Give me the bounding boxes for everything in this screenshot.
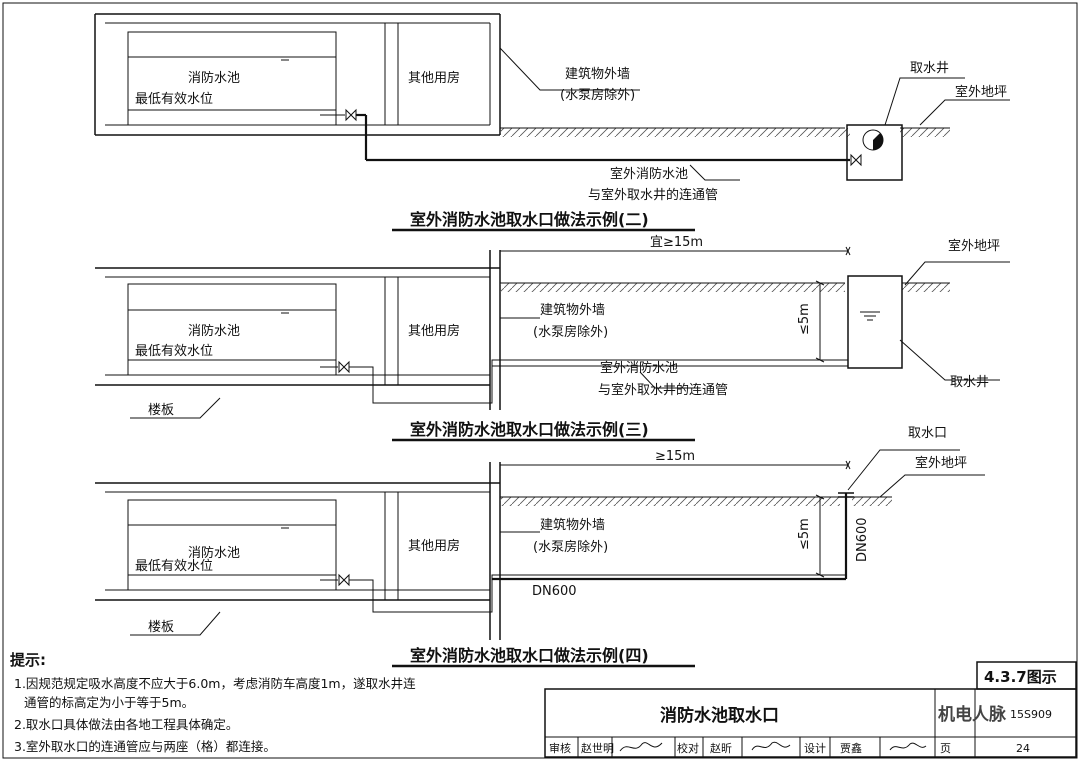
notes-heading: 提示:: [10, 651, 46, 669]
title-block: 4.3.7图示 消防水池取水口 页 24 15S909 机电人脉 审核 赵世明 …: [544, 661, 1077, 758]
pipe-label: 室外消防水池: [610, 166, 688, 182]
page-number: 24: [1016, 742, 1030, 755]
designer-name: 贾鑫: [840, 741, 862, 755]
watermark-text: 机电人脉: [938, 704, 1007, 725]
ground-label: 室外地坪: [955, 84, 1007, 100]
depth-label: ≤5m: [797, 518, 812, 550]
designer-signature: [889, 742, 927, 751]
notes: 提示: 1.因规范规定吸水高度不应大于6.0m，考虑消防车高度1m，遂取水井连 …: [10, 651, 416, 754]
note-item: 3.室外取水口的连通管应与两座（格）都连接。: [14, 739, 276, 754]
reviewer-name: 赵世明: [581, 741, 614, 755]
drawing-number: 4.3.7图示: [984, 668, 1057, 686]
wall-label: 建筑物外墙: [540, 302, 605, 318]
pipe-note: 与室外取水井的连通管: [588, 187, 718, 203]
note-item: 通管的标高定为小于等于5m。: [24, 695, 194, 710]
wall-label: 建筑物外墙: [540, 517, 605, 533]
floor-label: 楼板: [148, 620, 174, 635]
water-level-label: 最低有效水位: [135, 344, 213, 359]
note-item: 2.取水口具体做法由各地工程具体确定。: [14, 717, 238, 732]
atlas-number: 15S909: [1010, 708, 1052, 721]
ground-label: 室外地坪: [948, 238, 1000, 254]
distance-label: ≥15m: [655, 449, 695, 464]
depth-label: ≤5m: [797, 303, 812, 335]
designer-label: 设计: [804, 742, 826, 755]
room-label: 其他用房: [408, 538, 460, 554]
wall-note: (水泵房除外): [560, 87, 635, 103]
pool-label: 消防水池: [188, 545, 240, 561]
diagram-4: 消防水池 最低有效水位 其他用房 建筑物外墙 (水泵房除外) ≥15m ≤5m …: [95, 426, 985, 668]
room-label: 其他用房: [408, 70, 460, 86]
intake-label: 取水口: [908, 426, 947, 441]
wall-note: (水泵房除外): [533, 324, 608, 340]
wall-label: 建筑物外墙: [565, 66, 630, 82]
reviewer-label: 审核: [549, 741, 571, 755]
well-label: 取水井: [950, 375, 989, 390]
wall-note: (水泵房除外): [533, 539, 608, 555]
diagram-title: 室外消防水池取水口做法示例(二): [410, 210, 649, 229]
checker-name: 赵昕: [710, 741, 732, 755]
checker-signature: [751, 741, 791, 751]
pipe-note: 与室外取水井的连通管: [598, 382, 728, 398]
ground-label: 室外地坪: [915, 455, 967, 471]
floor-label: 楼板: [148, 403, 174, 418]
diagram-title: 室外消防水池取水口做法示例(三): [410, 420, 649, 439]
distance-label: 宜≥15m: [650, 235, 703, 250]
checker-label: 校对: [677, 741, 699, 755]
pool-label: 消防水池: [188, 323, 240, 339]
room-label: 其他用房: [408, 323, 460, 339]
diagram-3: 消防水池 最低有效水位 其他用房 建筑物外墙 (水泵房除外) 宜≥15m ≤5m…: [95, 235, 1010, 442]
page-label: 页: [940, 742, 951, 755]
riser-size-label: DN600: [855, 517, 870, 562]
pool-label: 消防水池: [188, 70, 240, 86]
diagram-title: 室外消防水池取水口做法示例(四): [410, 646, 649, 665]
drawing-title: 消防水池取水口: [660, 705, 779, 726]
pipe-label: 室外消防水池: [600, 360, 678, 376]
reviewer-signature: [619, 742, 663, 752]
diagram-2: 消防水池 最低有效水位 其他用房 建筑物外墙 (水泵房除外) 取水井 室外地坪 …: [94, 13, 1010, 232]
pipe-size-label: DN600: [532, 584, 577, 599]
well-label: 取水井: [910, 61, 949, 76]
note-item: 1.因规范规定吸水高度不应大于6.0m，考虑消防车高度1m，遂取水井连: [14, 676, 416, 691]
water-level-label: 最低有效水位: [135, 559, 213, 574]
water-level-label: 最低有效水位: [135, 92, 213, 107]
